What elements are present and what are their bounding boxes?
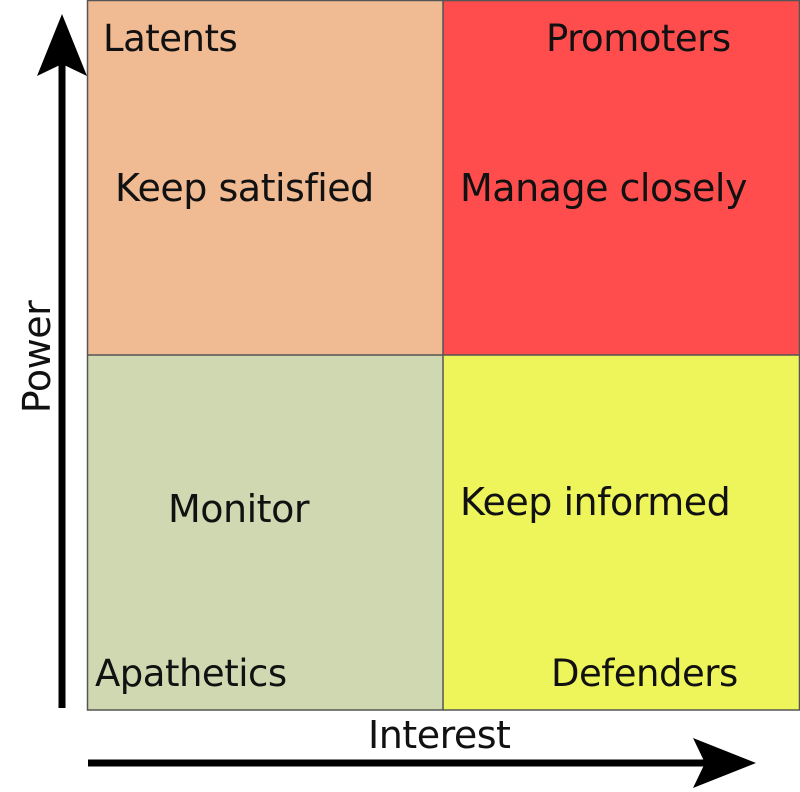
strategy-label-keep-satisfied: Keep satisfied <box>115 166 374 210</box>
strategy-label-keep-informed: Keep informed <box>460 480 731 524</box>
y-axis-label: Power <box>15 300 59 414</box>
strategy-label-manage-closely: Manage closely <box>460 166 747 210</box>
group-label-promoters: Promoters <box>546 17 731 60</box>
x-axis-label: Interest <box>368 713 511 757</box>
group-label-apathetics: Apathetics <box>95 652 287 695</box>
group-label-latents: Latents <box>103 17 238 60</box>
y-axis-arrow <box>37 14 87 708</box>
group-label-defenders: Defenders <box>551 652 738 695</box>
x-axis-arrow <box>88 738 756 788</box>
strategy-label-monitor: Monitor <box>168 487 309 531</box>
